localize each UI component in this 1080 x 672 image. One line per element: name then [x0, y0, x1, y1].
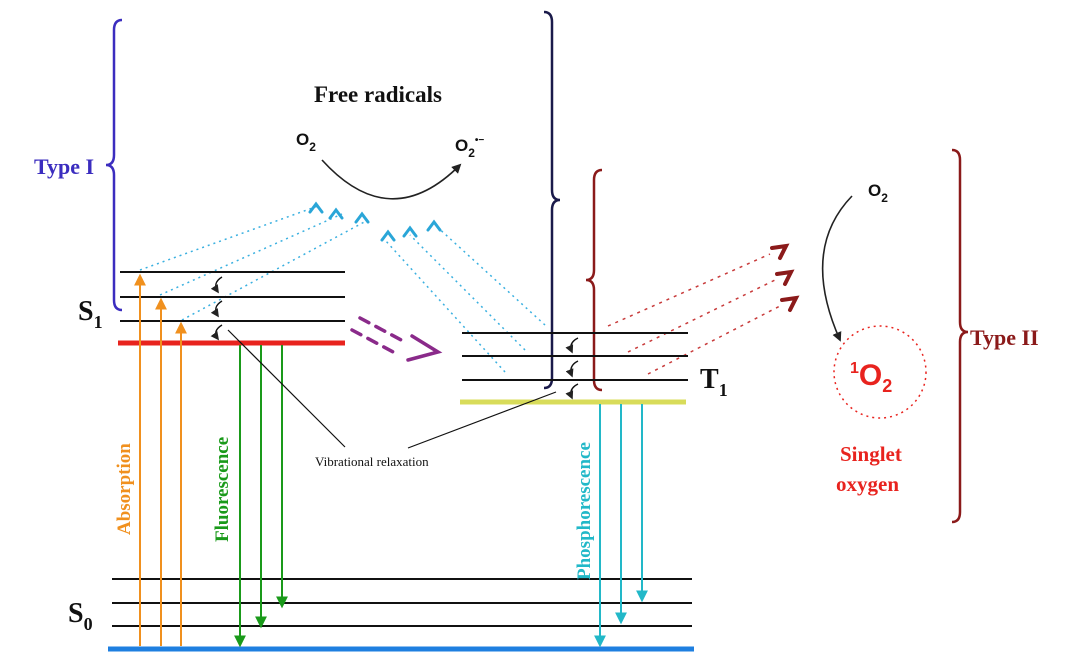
singlet-oxygen-line1: Singlet	[840, 442, 902, 466]
t1-vibrational-levels	[462, 332, 688, 381]
free-radical-bracket	[543, 10, 561, 390]
t1-bracket	[585, 168, 603, 392]
intersystem-crossing-arrow	[350, 316, 443, 362]
s0-label: S0	[68, 598, 93, 634]
type-one-bracket	[105, 18, 123, 312]
o2-left-label: O2	[296, 130, 316, 154]
absorption-arrows	[134, 273, 187, 646]
phosphorescence-label: Phosphorescence	[574, 442, 595, 580]
s1-label: S1	[78, 296, 103, 332]
o2-right-label: O2	[868, 181, 888, 205]
t1-relaxation-arrows	[565, 337, 579, 400]
fluorescence-label: Fluorescence	[212, 437, 233, 542]
type-one-label: Type I	[34, 154, 94, 179]
absorption-label: Absorption	[114, 443, 135, 535]
singlet-oxygen-circle	[833, 325, 927, 419]
singlet-oxygen-symbol: 1O2	[850, 359, 892, 396]
superoxide-label: O2•−	[455, 135, 484, 160]
free-radical-arc	[321, 159, 462, 200]
vibrational-pointer-t1	[407, 391, 557, 449]
blue-chevrons	[308, 201, 442, 242]
vibrational-pointer-s1	[227, 329, 346, 448]
type-two-label: Type II	[970, 325, 1039, 350]
phosphorescence-arrows	[594, 404, 648, 648]
t1-label: T1	[700, 364, 728, 400]
type-two-bracket	[951, 148, 969, 524]
vibrational-relaxation-label: Vibrational relaxation	[315, 454, 429, 469]
dotted-blue-lines	[139, 205, 546, 373]
s0-vibrational-levels	[112, 578, 692, 627]
singlet-oxygen-line2: oxygen	[836, 472, 899, 496]
dotted-red-lines	[607, 253, 781, 375]
fluorescence-arrows	[234, 345, 288, 648]
red-chevrons	[770, 243, 800, 312]
s1-vibrational-levels	[120, 271, 345, 322]
free-radicals-title: Free radicals	[314, 82, 442, 107]
type-two-arc	[821, 195, 853, 342]
s1-relaxation-arrows	[210, 276, 223, 341]
